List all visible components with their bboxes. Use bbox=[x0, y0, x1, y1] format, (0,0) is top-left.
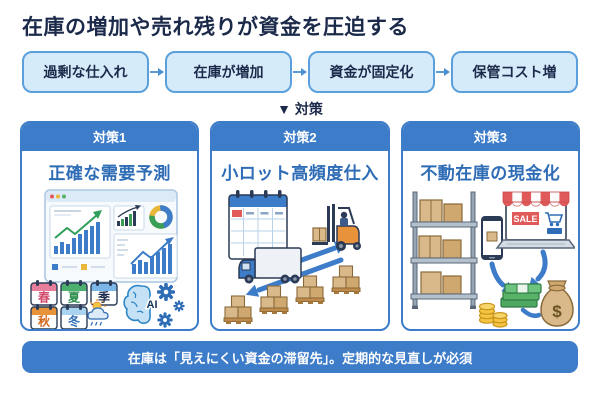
store-awning-icon bbox=[502, 191, 570, 207]
card-title: 正確な需要予測 bbox=[48, 164, 171, 183]
calendar-season-icon: 季 bbox=[89, 280, 118, 306]
dead-stock-liquidation-illustration: SALE bbox=[403, 184, 578, 329]
card-title: 不動在庫の現金化 bbox=[420, 164, 561, 183]
delivery-truck-icon bbox=[238, 247, 302, 284]
pallet-boxes-icon bbox=[295, 275, 325, 304]
card-title: 小ロット高頻度仕入 bbox=[221, 164, 379, 183]
svg-text:秋: 秋 bbox=[38, 314, 51, 329]
forklift-icon bbox=[311, 204, 361, 251]
warehouse-shelf-icon bbox=[410, 191, 478, 309]
money-bag-icon: $ bbox=[540, 280, 575, 327]
gear-icon bbox=[157, 312, 173, 328]
gear-icon bbox=[156, 283, 175, 301]
svg-text:夏: 夏 bbox=[68, 291, 81, 305]
calendar-winter-icon: 冬 bbox=[59, 304, 88, 329]
countermeasure-card-3: 対策3 不動在庫の現金化 bbox=[400, 121, 580, 331]
flow-step-excess-purchasing: 過剰な仕入れ bbox=[22, 51, 149, 93]
svg-text:春: 春 bbox=[37, 290, 51, 305]
svg-text:冬: 冬 bbox=[68, 314, 80, 329]
flow-arrow-icon bbox=[292, 66, 308, 78]
countermeasure-cards: 対策1 正確な需要予測 bbox=[20, 121, 580, 331]
flow-arrow-icon bbox=[149, 66, 165, 78]
calendar-autumn-icon: 秋 bbox=[29, 304, 58, 329]
calendar-icon bbox=[228, 190, 288, 260]
countermeasure-card-1: 対策1 正確な需要予測 bbox=[20, 121, 200, 331]
flow-step-inventory-increase: 在庫が増加 bbox=[165, 51, 292, 93]
dashboard-window-icon bbox=[43, 189, 178, 283]
svg-text:$: $ bbox=[553, 302, 563, 321]
card-badge: 対策3 bbox=[402, 123, 578, 151]
flow-step-capital-locked: 資金が固定化 bbox=[308, 51, 435, 93]
footer-note: 在庫は「見えにくい資金の滞留先」。定期的な見直しが必須 bbox=[22, 341, 578, 373]
measures-heading: ▼ 対策 bbox=[277, 101, 323, 117]
countermeasure-card-2: 対策2 小ロット高頻度仕入 bbox=[210, 121, 390, 331]
svg-text:SALE: SALE bbox=[514, 214, 538, 224]
pallet-boxes-icon bbox=[331, 265, 361, 294]
smartphone-icon bbox=[481, 216, 504, 260]
sale-tag: SALE bbox=[512, 212, 540, 225]
page-title: 在庫の増加や売れ残りが資金を圧迫する bbox=[22, 16, 409, 39]
flow-step-storage-cost: 保管コスト増 bbox=[451, 51, 578, 93]
svg-text:AI: AI bbox=[146, 299, 157, 311]
ai-brain-icon: AI bbox=[122, 284, 159, 324]
cash-stack-icon bbox=[500, 283, 542, 308]
coin-stack-icon bbox=[479, 302, 508, 328]
weather-icon bbox=[87, 299, 109, 326]
donut-chart-icon bbox=[148, 205, 173, 229]
card-badge: 対策1 bbox=[22, 123, 198, 151]
small-lot-delivery-illustration bbox=[212, 184, 387, 329]
gear-icon bbox=[173, 300, 185, 312]
flow-diagram: 過剰な仕入れ 在庫が増加 資金が固定化 保管コスト増 bbox=[22, 50, 578, 94]
svg-text:季: 季 bbox=[97, 290, 111, 305]
calendar-spring-icon: 春 bbox=[29, 280, 58, 306]
demand-forecast-illustration: 春 夏 季 bbox=[22, 184, 197, 329]
pallet-boxes-icon bbox=[223, 295, 253, 324]
pallet-boxes-icon bbox=[259, 285, 289, 314]
shopping-cart-icon bbox=[545, 212, 564, 234]
calendar-summer-icon: 夏 bbox=[59, 280, 88, 306]
online-store-icon: SALE bbox=[495, 191, 576, 249]
flow-arrow-icon bbox=[435, 66, 451, 78]
card-badge: 対策2 bbox=[212, 123, 388, 151]
